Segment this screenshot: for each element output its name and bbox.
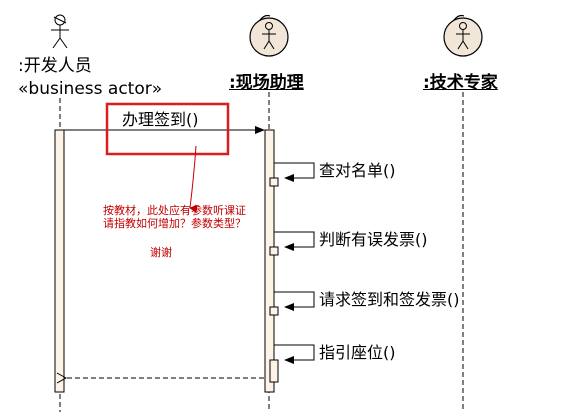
self-message — [269, 344, 315, 383]
annotation-pointer — [189, 145, 198, 213]
lifeline-label-expert: :技术专家 — [423, 73, 498, 93]
self-message — [269, 231, 315, 256]
self-message-label: 指引座位() — [319, 343, 396, 362]
annotation-thanks: 谢谢 — [150, 246, 172, 259]
self-message-label: 请求签到和签发票() — [319, 290, 460, 309]
lifeline-label-assistant: :现场助理 — [229, 73, 304, 93]
annotation-line-2: 请指教如何增加？参数类型？ — [103, 217, 246, 230]
self-message-label: 判断有误发票() — [319, 230, 428, 249]
self-message — [269, 162, 315, 187]
self-message-label: 查对名单() — [319, 161, 396, 180]
call-message-label: 办理签到() — [122, 110, 199, 129]
self-message — [269, 291, 315, 316]
actor-name-label: :开发人员 — [18, 56, 92, 76]
activation-bar — [54, 129, 65, 393]
business-worker-icon — [443, 14, 483, 57]
business-actor-icon — [51, 14, 69, 49]
annotation-line-1: 按教材，此处应有参数听课证 — [103, 204, 246, 217]
activation-bar — [264, 129, 275, 393]
highlight-box — [105, 102, 230, 156]
business-worker-icon — [249, 14, 289, 57]
actor-stereotype-label: «business actor» — [18, 79, 163, 99]
